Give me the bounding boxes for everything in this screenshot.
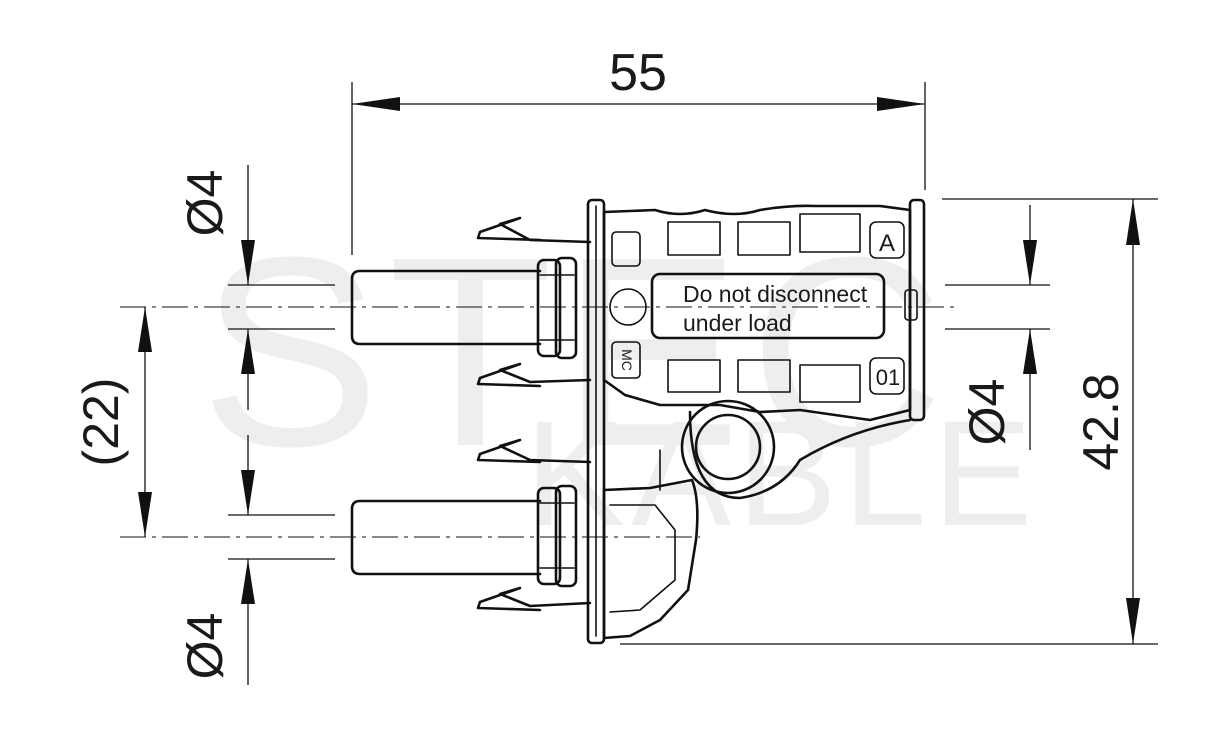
watermark: STEC KABLE [200,202,1039,557]
connector-body: Do not disconnect under load A 01 MC [350,198,926,645]
dimension-label-d4-right: Ø4 [959,379,1015,446]
dimension-width: 55 [351,44,926,255]
arrow-right [877,97,925,111]
dimension-label-22: (22) [73,378,129,467]
arrow-down [1023,240,1037,285]
flange [586,198,606,645]
seal-rings-upper [536,256,578,360]
warning-label-line1: Do not disconnect [683,281,868,307]
arrow-down [241,470,255,515]
watermark-line2: KABLE [525,389,1039,557]
dimension-diameter-top-left: Ø4 [177,165,335,410]
dimension-diameter-bottom-left: Ø4 [177,435,335,685]
arrow-down [1126,598,1140,644]
marking-mc: MC [619,349,635,371]
arrow-down [241,240,255,285]
arrow-up [138,307,152,352]
arrow-up [241,329,255,374]
arrow-down [138,492,152,537]
upper-housing [602,198,926,422]
arrow-up [1126,199,1140,245]
arrow-left [352,97,400,111]
marking-01: 01 [876,365,900,390]
dimension-label-42-8: 42.8 [1073,373,1129,470]
dimension-height: 42.8 [620,198,1158,645]
dimension-pitch: (22) [73,307,152,537]
dimension-label-55: 55 [609,44,667,102]
dimension-diameter-right: Ø4 [945,205,1050,450]
pin-upper [350,269,542,346]
warning-label-line2: under load [683,310,792,336]
seal-rings-lower [536,484,578,588]
dimension-label-d4-bottom: Ø4 [177,613,233,680]
lower-housing [602,449,699,640]
marking-a: A [879,230,895,257]
arrow-up [1023,329,1037,374]
pin-lower [350,499,542,576]
dimension-label-d4-top: Ø4 [177,170,233,237]
branch-socket [680,399,912,500]
locking-clips [476,216,592,612]
arrow-up [241,559,255,604]
